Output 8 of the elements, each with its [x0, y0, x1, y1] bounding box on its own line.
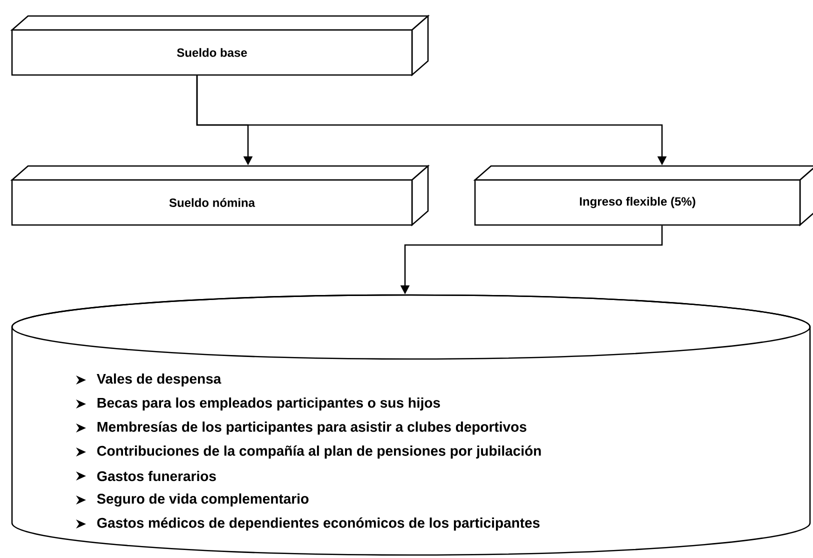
list-item: Membresías de los participantes para asistir a clubes deportivos — [98, 421, 526, 435]
list-item: Contribuciones de la compañía al plan de pensiones por jubilación — [97, 445, 541, 459]
list-item: Gastos médicos de dependientes económicos de los participantes — [97, 517, 540, 531]
list-item: Seguro de vida complementario — [97, 493, 308, 507]
list-item: Vales de despensa — [96, 373, 222, 387]
list-item: Gastos funerarios — [97, 470, 216, 482]
list-item: Becas para los empleados participantes o sus hijos — [98, 397, 440, 411]
cylinder — [11, 294, 811, 556]
